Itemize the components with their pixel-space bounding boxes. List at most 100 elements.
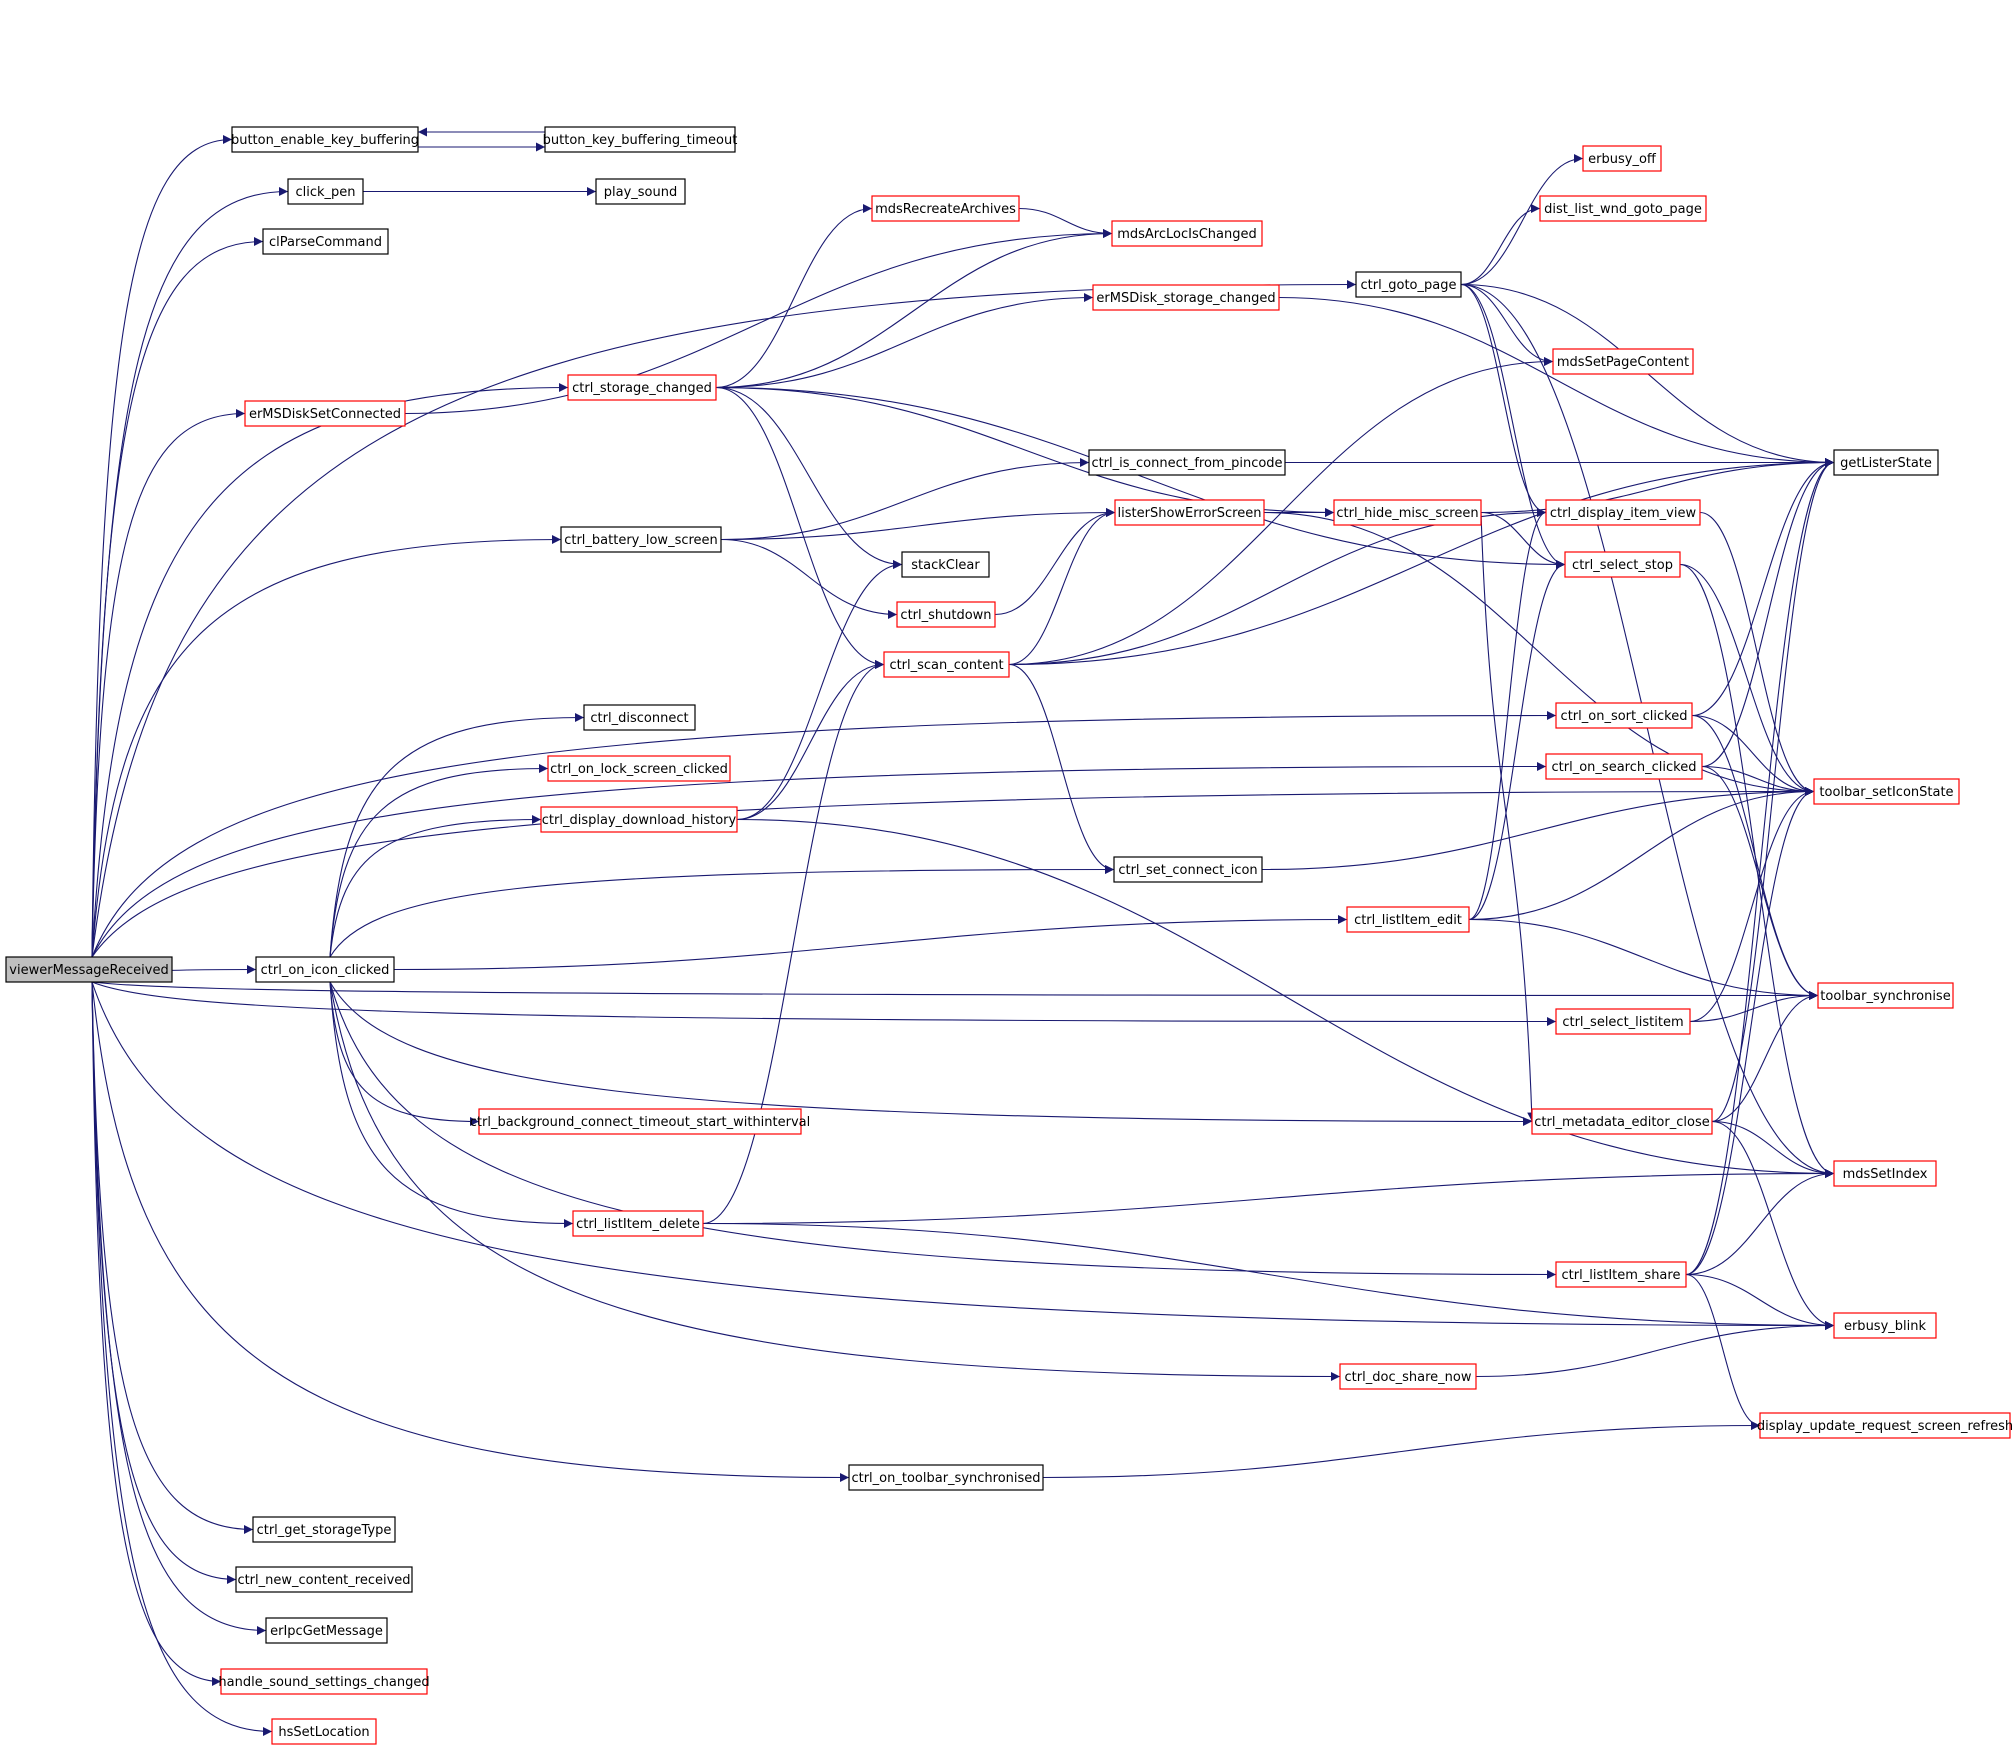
node-mdsSetPageContent[interactable]: mdsSetPageContent: [1552, 348, 1694, 375]
node-ctrl_doc_share_now[interactable]: ctrl_doc_share_now: [1339, 1363, 1477, 1390]
node-box-erMSDisk_storage_changed: [1092, 284, 1280, 311]
call-edge-ctrl_storage_changed-to-mdsRecreateArchives: [715, 204, 873, 389]
call-edge-ctrl_metadata_editor_close-to-mdsSetIndex: [1711, 1120, 1835, 1178]
node-ctrl_select_stop[interactable]: ctrl_select_stop: [1564, 551, 1681, 578]
call-edge-ctrl_on_toolbar_synchronised-to-display_update_request_screen_refresh: [1042, 1421, 1761, 1479]
node-box-erMSDiskSetConnected: [244, 400, 406, 427]
call-edge-ctrl_scan_content-to-mdsSetPageContent: [1008, 357, 1554, 666]
call-edge-viewerMessageReceived-to-click_pen: [91, 187, 289, 958]
node-play_sound[interactable]: play_sound: [595, 178, 686, 205]
node-box-ctrl_on_icon_clicked: [255, 956, 395, 983]
node-ctrl_get_storageType[interactable]: ctrl_get_storageType: [252, 1516, 396, 1543]
node-ctrl_storage_changed[interactable]: ctrl_storage_changed: [567, 374, 717, 401]
node-clParseCommand[interactable]: clParseCommand: [262, 228, 389, 255]
node-ctrl_background_connect_timeout_start_withinterval[interactable]: ctrl_background_connect_timeout_start_wi…: [470, 1108, 811, 1135]
node-box-toolbar_synchronise: [1817, 982, 1954, 1009]
call-edge-viewerMessageReceived-to-ctrl_storage_changed: [91, 383, 569, 958]
node-ctrl_shutdown[interactable]: ctrl_shutdown: [896, 601, 996, 628]
node-erIpcGetMessage[interactable]: erIpcGetMessage: [265, 1617, 388, 1644]
node-box-stackClear: [901, 551, 990, 578]
call-edge-ctrl_goto_page-to-mdsSetIndex: [1460, 283, 1835, 1178]
node-ctrl_on_sort_clicked[interactable]: ctrl_on_sort_clicked: [1555, 702, 1693, 729]
call-edge-ctrl_on_sort_clicked-to-getListerState: [1691, 458, 1835, 717]
node-label-ctrl_goto_page: ctrl_goto_page: [1361, 278, 1457, 293]
node-box-erbusy_off: [1582, 145, 1662, 172]
node-ctrl_select_listitem[interactable]: ctrl_select_listitem: [1555, 1008, 1691, 1035]
node-ctrl_display_download_history[interactable]: ctrl_display_download_history: [540, 806, 738, 833]
node-stackClear[interactable]: stackClear: [901, 551, 990, 578]
node-mdsSetIndex[interactable]: mdsSetIndex: [1833, 1160, 1937, 1187]
node-ctrl_set_connect_icon[interactable]: ctrl_set_connect_icon: [1113, 856, 1263, 883]
call-edge-viewerMessageReceived-to-ctrl_get_storageType: [91, 981, 254, 1534]
node-erbusy_blink[interactable]: erbusy_blink: [1833, 1312, 1937, 1339]
node-listerShowErrorScreen[interactable]: listerShowErrorScreen: [1114, 499, 1265, 526]
node-label-stackClear: stackClear: [911, 558, 980, 573]
node-ctrl_display_item_view[interactable]: ctrl_display_item_view: [1545, 499, 1701, 526]
node-label-ctrl_get_storageType: ctrl_get_storageType: [257, 1523, 392, 1538]
call-edge-ctrl_listItem_share-to-getListerState: [1685, 458, 1835, 1276]
call-edge-ctrl_on_icon_clicked-to-ctrl_display_download_history: [329, 815, 542, 958]
node-ctrl_on_lock_screen_clicked[interactable]: ctrl_on_lock_screen_clicked: [547, 755, 731, 782]
node-label-ctrl_shutdown: ctrl_shutdown: [900, 608, 991, 623]
node-box-ctrl_disconnect: [583, 704, 696, 731]
node-box-ctrl_storage_changed: [567, 374, 717, 401]
node-mdsRecreateArchives[interactable]: mdsRecreateArchives: [871, 195, 1020, 222]
node-getListerState[interactable]: getListerState: [1833, 449, 1939, 476]
node-ctrl_listItem_delete[interactable]: ctrl_listItem_delete: [572, 1210, 704, 1237]
node-erbusy_off[interactable]: erbusy_off: [1582, 145, 1662, 172]
node-toolbar_setIconState[interactable]: toolbar_setIconState: [1813, 778, 1960, 805]
node-label-ctrl_on_icon_clicked: ctrl_on_icon_clicked: [261, 963, 390, 978]
node-click_pen[interactable]: click_pen: [287, 178, 364, 205]
node-label-click_pen: click_pen: [295, 185, 355, 200]
node-label-erMSDiskSetConnected: erMSDiskSetConnected: [249, 407, 401, 422]
node-erMSDiskSetConnected[interactable]: erMSDiskSetConnected: [244, 400, 406, 427]
node-label-toolbar_setIconState: toolbar_setIconState: [1819, 785, 1953, 800]
call-edge-ctrl_listItem_edit-to-ctrl_select_stop: [1468, 560, 1566, 921]
node-box-mdsArcLocIsChanged: [1111, 220, 1263, 247]
node-ctrl_new_content_received[interactable]: ctrl_new_content_received: [235, 1566, 413, 1593]
node-box-ctrl_metadata_editor_close: [1531, 1108, 1713, 1135]
node-ctrl_on_search_clicked[interactable]: ctrl_on_search_clicked: [1545, 753, 1703, 780]
call-edge-ctrl_on_icon_clicked-to-ctrl_listItem_edit: [393, 915, 1348, 971]
call-edge-viewerMessageReceived-to-ctrl_goto_page: [91, 280, 1357, 958]
node-box-button_key_buffering_timeout: [544, 126, 736, 153]
node-ctrl_metadata_editor_close[interactable]: ctrl_metadata_editor_close: [1531, 1108, 1713, 1135]
node-mdsArcLocIsChanged[interactable]: mdsArcLocIsChanged: [1111, 220, 1263, 247]
node-ctrl_listItem_share[interactable]: ctrl_listItem_share: [1555, 1261, 1687, 1288]
node-box-button_enable_key_buffering: [231, 126, 419, 153]
node-ctrl_goto_page[interactable]: ctrl_goto_page: [1355, 271, 1462, 298]
call-edge-viewerMessageReceived-to-ctrl_on_sort_clicked: [91, 711, 1557, 958]
call-edge-ctrl_shutdown-to-listerShowErrorScreen: [994, 508, 1116, 616]
node-button_key_buffering_timeout[interactable]: button_key_buffering_timeout: [543, 126, 738, 153]
call-edge-ctrl_on_search_clicked-to-toolbar_setIconState: [1701, 765, 1815, 796]
call-edge-ctrl_metadata_editor_close-to-erbusy_blink: [1711, 1120, 1835, 1330]
node-erMSDisk_storage_changed[interactable]: erMSDisk_storage_changed: [1092, 284, 1280, 311]
node-hsSetLocation[interactable]: hsSetLocation: [271, 1718, 377, 1745]
node-dist_list_wnd_goto_page[interactable]: dist_list_wnd_goto_page: [1539, 195, 1707, 222]
node-label-ctrl_display_item_view: ctrl_display_item_view: [1550, 506, 1697, 521]
node-ctrl_listItem_edit[interactable]: ctrl_listItem_edit: [1346, 906, 1470, 933]
node-ctrl_on_icon_clicked[interactable]: ctrl_on_icon_clicked: [255, 956, 395, 983]
node-box-clParseCommand: [262, 228, 389, 255]
node-box-mdsSetPageContent: [1552, 348, 1694, 375]
node-handle_sound_settings_changed[interactable]: handle_sound_settings_changed: [218, 1668, 430, 1695]
node-box-ctrl_battery_low_screen: [560, 526, 722, 553]
node-ctrl_hide_misc_screen[interactable]: ctrl_hide_misc_screen: [1333, 499, 1482, 526]
node-ctrl_on_toolbar_synchronised[interactable]: ctrl_on_toolbar_synchronised: [848, 1464, 1044, 1491]
node-ctrl_battery_low_screen[interactable]: ctrl_battery_low_screen: [560, 526, 722, 553]
node-viewerMessageReceived[interactable]: viewerMessageReceived: [5, 956, 173, 983]
node-ctrl_is_connect_from_pincode[interactable]: ctrl_is_connect_from_pincode: [1088, 449, 1286, 476]
node-label-ctrl_select_listitem: ctrl_select_listitem: [1562, 1015, 1683, 1030]
node-ctrl_disconnect[interactable]: ctrl_disconnect: [583, 704, 696, 731]
node-button_enable_key_buffering[interactable]: button_enable_key_buffering: [231, 126, 419, 153]
node-box-ctrl_goto_page: [1355, 271, 1462, 298]
call-edge-listerShowErrorScreen-to-toolbar_setIconState: [1263, 511, 1815, 796]
node-box-ctrl_select_stop: [1564, 551, 1681, 578]
node-box-ctrl_display_download_history: [540, 806, 738, 833]
node-ctrl_scan_content[interactable]: ctrl_scan_content: [883, 651, 1010, 678]
node-label-hsSetLocation: hsSetLocation: [278, 1725, 369, 1740]
call-edge-ctrl_on_icon_clicked-to-ctrl_listItem_delete: [329, 981, 574, 1228]
node-display_update_request_screen_refresh[interactable]: display_update_request_screen_refresh: [1757, 1412, 2013, 1439]
call-edge-ctrl_storage_changed-to-ctrl_scan_content: [715, 386, 885, 669]
node-toolbar_synchronise[interactable]: toolbar_synchronise: [1817, 982, 1954, 1009]
